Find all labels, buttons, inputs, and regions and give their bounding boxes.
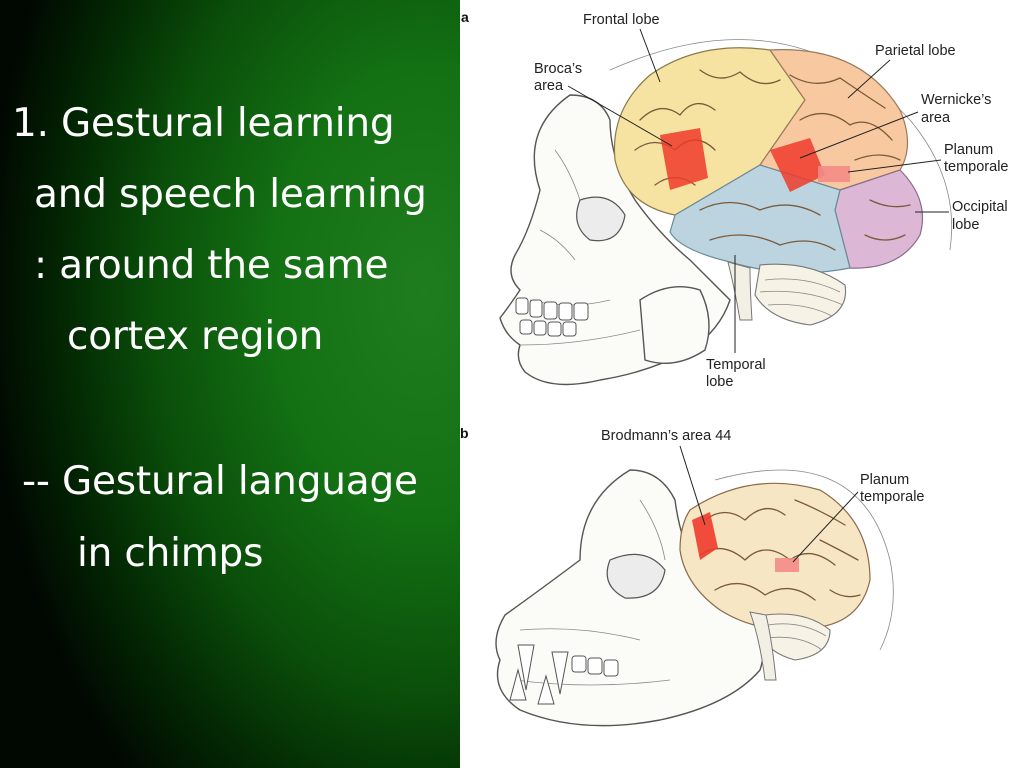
parietal-lobe-label: Parietal lobe [875,43,956,59]
temporal-lobe [669,164,851,274]
occipital-lobe-label-2: lobe [952,217,979,233]
bullet-line-6: in chimps [77,531,264,576]
bullet-line-3: : around the same [34,243,389,288]
brodmanns-area-label: Brodmann’s area 44 [601,428,731,444]
human-brain [613,47,924,326]
wernickes-area [770,138,825,192]
wernickes-area-label-2: area [921,110,951,126]
panel-a-letter: a [461,9,469,25]
brodmanns-area-44 [692,512,718,560]
chimp-planum-temporale-label-2: temporale [860,489,924,505]
bullet-line-4: cortex region [67,314,324,359]
bullet-line-1: 1. Gestural learning [12,101,395,146]
chimp-skull [495,469,765,727]
brain-figure: a [460,0,1024,768]
frontal-lobe [613,47,806,216]
human-skull-panel: a [461,9,1008,390]
brocas-area-label-2: area [534,78,564,94]
bullet-line-5: -- Gestural language [22,459,418,504]
chimp-head-outline-arc [714,469,894,651]
frontal-lobe-label: Frontal lobe [583,12,660,28]
brain-illustration: a [460,9,1008,727]
planum-temporale-label-1: Planum [944,142,993,158]
planum-temporale-label-2: temporale [944,159,1008,175]
cerebellum [754,263,847,326]
human-skull [499,94,731,386]
temporal-lobe-label-1: Temporal [706,357,766,373]
temporal-lobe-label-2: lobe [706,374,733,390]
bullet-line-2: and speech learning [34,172,427,217]
occipital-lobe-label-1: Occipital [952,199,1008,215]
planum-temporale-patch [818,166,850,182]
brocas-area [660,128,708,190]
chimp-planum-temporale-label-1: Planum [860,472,909,488]
text-panel: 1. Gestural learning and speech learning… [0,0,460,768]
brocas-area-label-1: Broca’s [534,61,582,77]
panel-b-letter: b [460,425,469,441]
occipital-lobe [834,169,924,269]
chimp-skull-panel: b [460,425,924,727]
chimp-brain [679,482,871,681]
wernickes-area-label-1: Wernicke’s [921,92,991,108]
